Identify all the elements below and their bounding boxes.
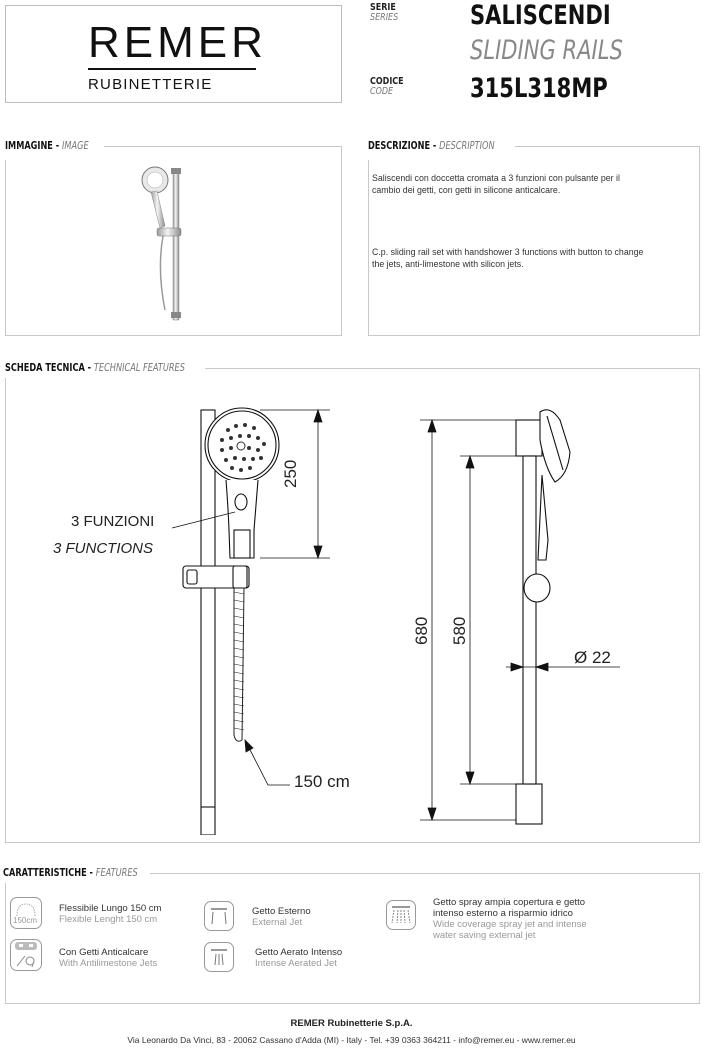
- feature-item-hose: Flessibile Lungo 150 cm Flexible Lenght …: [59, 903, 161, 925]
- description-it: Saliscendi con doccetta cromata a 3 funz…: [372, 173, 620, 196]
- feature-item-aerated-jet: Getto Aerato Intenso Intense Aerated Jet: [255, 947, 342, 969]
- technical-box-right: [699, 368, 700, 843]
- image-box-right: [341, 146, 342, 336]
- feature-item-anti-limestone: Con Getti Anticalcare With Antilimestone…: [59, 947, 157, 969]
- feature-external-jet-it: Getto Esterno: [252, 906, 311, 917]
- feature-anti-limestone-it: Con Getti Anticalcare: [59, 947, 149, 958]
- feature-wide-spray-it-line: Getto spray ampia copertura e getto: [433, 897, 586, 908]
- description-en-line: the jets, anti-limestone with silicon je…: [372, 258, 524, 269]
- feature-wide-spray-en-line: Wide coverage spray jet and intense: [433, 919, 587, 930]
- technical-header-rule: [205, 368, 700, 369]
- image-section-title: IMMAGINE - IMAGE: [5, 140, 89, 152]
- series-value: SALISCENDI: [470, 0, 611, 31]
- feature-aerated-jet-en: Intense Aerated Jet: [255, 958, 337, 969]
- code-label-en: CODE: [370, 86, 394, 97]
- logo-box: REMER RUBINETTERIE: [5, 5, 342, 103]
- technical-drawing: [171, 407, 620, 835]
- description-it-line: Saliscendi con doccetta cromata a 3 funz…: [372, 173, 620, 183]
- dim-250-label: 250: [281, 459, 300, 488]
- technical-box-left: [5, 378, 6, 843]
- dim-680-label: 680: [412, 616, 431, 645]
- features-box-left: [5, 883, 6, 1004]
- series-label-it: SERIE: [370, 2, 396, 13]
- description-box-right: [699, 146, 700, 336]
- description-box-left: [368, 160, 369, 336]
- series-label-en: SERIES: [370, 12, 399, 23]
- brand-logo-name: REMER: [88, 18, 267, 67]
- brand-logo-subtitle: RUBINETTERIE: [88, 76, 213, 93]
- feature-item-wide-spray: Getto spray ampia copertura e getto inte…: [433, 897, 587, 941]
- description-box-bottom: [368, 335, 700, 336]
- technical-box-bottom: [5, 842, 700, 843]
- feature-hose-en: Flexible Lenght 150 cm: [59, 914, 158, 925]
- feature-external-jet-en: External Jet: [252, 917, 303, 928]
- description-it-line: cambio dei getti, con getti in silicone …: [372, 184, 561, 195]
- product-photo: [141, 166, 182, 321]
- feature-anti-limestone-en: With Antilimestone Jets: [59, 958, 158, 969]
- logo-divider: [88, 68, 256, 70]
- description-en-line: C.p. sliding rail set with handshower 3 …: [372, 247, 644, 257]
- dim-580-label: 580: [450, 616, 469, 645]
- feature-wide-spray-it-line: intenso esterno a risparmio idrico: [433, 908, 573, 919]
- hose-150cm-icon-text: 150cm: [13, 916, 38, 925]
- dim-hose-label: 150 cm: [294, 772, 350, 791]
- features-section-title: CARATTERISTICHE - FEATURES: [3, 867, 138, 879]
- features-header-rule: [150, 873, 700, 874]
- functions-label-en: 3 FUNCTIONS: [53, 540, 154, 557]
- image-header-rule: [104, 146, 342, 147]
- wide-spray-jet-icon: [386, 900, 416, 930]
- description-section-title: DESCRIZIONE - DESCRIPTION: [368, 140, 495, 152]
- features-box-right: [699, 873, 700, 1004]
- dim-diameter-label: Ø 22: [574, 648, 611, 667]
- code-label: CODICE CODE: [370, 77, 412, 97]
- feature-aerated-jet-it: Getto Aerato Intenso: [255, 947, 343, 958]
- external-jet-icon: [204, 901, 234, 931]
- footer-address: Via Leonardo Da Vinci, 83 - 20062 Cassan…: [127, 1035, 576, 1045]
- features-box-bottom: [5, 1003, 700, 1004]
- hose-150cm-icon: 150cm: [10, 897, 42, 929]
- image-box-bottom: [5, 335, 342, 336]
- series-label: SERIE SERIES: [370, 3, 405, 23]
- feature-wide-spray-en-line: water saving external jet: [433, 930, 536, 941]
- footer-company: REMER Rubinetterie S.p.A.: [290, 1018, 413, 1029]
- code-label-it: CODICE: [370, 76, 404, 87]
- aerated-jet-icon: [204, 942, 234, 972]
- feature-item-external-jet: Getto Esterno External Jet: [252, 906, 311, 928]
- description-en: C.p. sliding rail set with handshower 3 …: [372, 247, 643, 270]
- product-code: 315L318MP: [470, 73, 608, 104]
- anti-limestone-icon: [10, 939, 42, 971]
- technical-section-title: SCHEDA TECNICA - TECHNICAL FEATURES: [5, 362, 185, 374]
- series-value-en: SLIDING RAILS: [470, 35, 623, 66]
- feature-hose-it: Flessibile Lungo 150 cm: [59, 903, 162, 914]
- description-header-rule: [515, 146, 700, 147]
- functions-label-it: 3 FUNZIONI: [71, 513, 155, 530]
- image-box-left: [5, 160, 6, 336]
